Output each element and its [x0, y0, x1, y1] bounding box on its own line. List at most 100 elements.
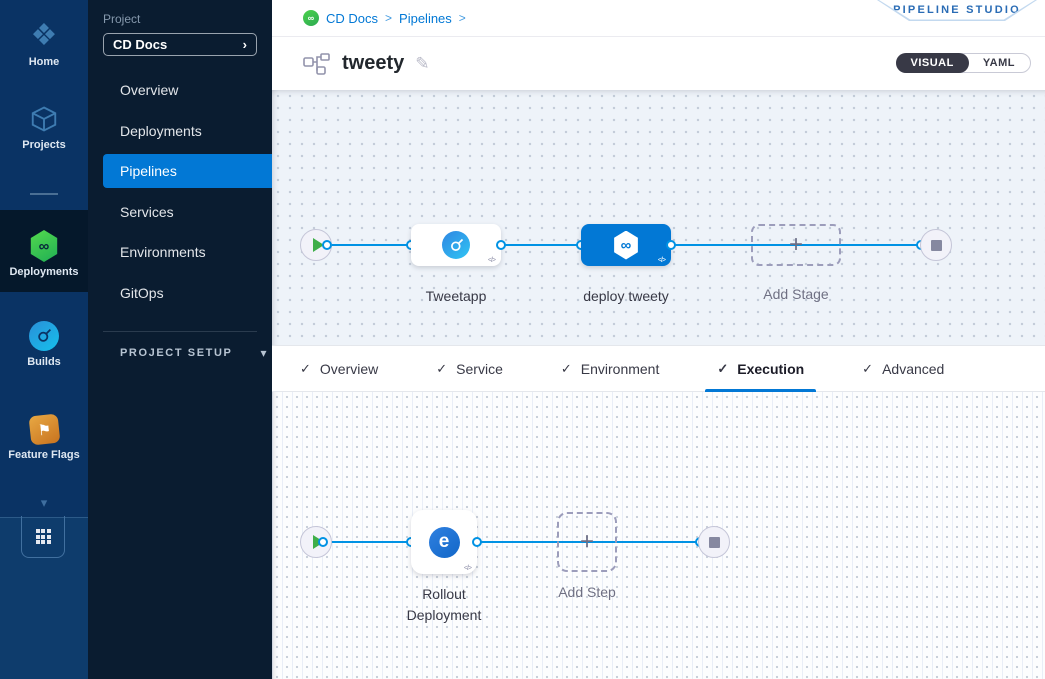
main-content: ∞ CD Docs > Pipelines > PIPELINE STUDIO …: [272, 0, 1045, 679]
connector-dot[interactable]: [496, 240, 506, 250]
rail-item-home[interactable]: ❖ Home: [0, 14, 88, 69]
sidenav-divider: [103, 331, 257, 332]
project-setup-toggle[interactable]: PROJECT SETUP ▾: [88, 346, 272, 360]
cd-module-icon: ∞: [303, 10, 319, 26]
breadcrumb-link-project[interactable]: CD Docs: [326, 10, 379, 26]
stage-label: deploy tweety: [583, 288, 669, 304]
tab-label: Execution: [737, 360, 805, 377]
stage-canvas[interactable]: </> ∞ </> + Tweetapp deploy tweety Add S…: [272, 90, 1045, 345]
step-node-rollout-deployment[interactable]: e </>: [411, 510, 477, 574]
connector-dot[interactable]: [322, 240, 332, 250]
edit-pencil-icon[interactable]: ✎: [415, 53, 430, 73]
connector-dot[interactable]: [666, 240, 676, 250]
build-stage-icon: [442, 231, 470, 259]
stage-node-tweetapp[interactable]: </>: [411, 224, 501, 266]
sidenav-item-gitops[interactable]: GitOps: [120, 284, 164, 301]
stage-config-tabs: ✓ Overview ✓ Service ✓ Environment ✓ Exe…: [272, 345, 1045, 392]
stage-node-deploy-tweety[interactable]: ∞ </>: [581, 224, 671, 266]
rail-divider: [30, 193, 58, 195]
stop-icon: [930, 239, 942, 251]
pipeline-start-node: [300, 229, 332, 261]
sidenav-item-services[interactable]: Services: [120, 203, 174, 220]
pipeline-end-node: [920, 229, 952, 261]
breadcrumb-separator: >: [385, 11, 393, 25]
sidenav-item-overview[interactable]: Overview: [120, 82, 179, 99]
breadcrumb-separator: >: [458, 11, 466, 25]
add-stage-button[interactable]: +: [751, 224, 841, 266]
deployments-icon: ∞: [30, 230, 58, 262]
tab-label: Environment: [580, 360, 660, 377]
execution-canvas[interactable]: e </> + Rollout Deployment Add Step: [272, 392, 1045, 679]
add-step-label[interactable]: Add Step: [558, 584, 616, 600]
rail-item-projects[interactable]: Projects: [0, 97, 88, 151]
project-sidenav: Project CD Docs › Overview Deployments P…: [88, 0, 272, 679]
module-rail: ❖ Home Projects ∞ Deployments: [0, 0, 88, 679]
rail-item-builds[interactable]: Builds: [0, 314, 88, 368]
tab-label: Overview: [319, 360, 379, 377]
pipeline-name: tweety: [342, 52, 405, 74]
home-icon: ❖: [30, 19, 58, 52]
feature-flags-icon: ⚑: [28, 413, 60, 445]
sidenav-item-deployments[interactable]: Deployments: [120, 122, 202, 139]
rail-item-label: Projects: [22, 139, 66, 151]
project-selector[interactable]: CD Docs ›: [103, 33, 257, 56]
rail-dock: [0, 516, 88, 679]
tab-overview[interactable]: ✓ Overview: [300, 346, 378, 391]
plus-icon: +: [788, 231, 803, 258]
step-label-line1: Rollout: [422, 586, 466, 602]
check-icon: ✓: [560, 360, 572, 376]
project-setup-label: PROJECT SETUP: [120, 347, 233, 359]
rail-item-deployments[interactable]: ∞ Deployments: [0, 210, 88, 292]
plus-icon: +: [579, 528, 594, 555]
chevron-right-icon: ›: [242, 37, 247, 52]
rail-item-label: Home: [28, 56, 60, 68]
tab-advanced[interactable]: ✓ Advanced: [862, 346, 944, 391]
rail-item-label: Builds: [27, 356, 61, 368]
stop-icon: [708, 536, 720, 548]
rail-item-label: Feature Flags: [8, 449, 80, 461]
stage-label: Tweetapp: [425, 288, 487, 304]
chevron-down-icon: ▾: [260, 346, 267, 360]
check-icon: ✓: [862, 360, 874, 376]
pipeline-studio-badge-label: PIPELINE STUDIO: [879, 0, 1035, 20]
execution-end-node: [698, 526, 730, 558]
check-icon: ✓: [436, 360, 448, 376]
sidenav-items: Overview Deployments Pipelines Services …: [88, 70, 272, 313]
builds-icon: [29, 321, 59, 351]
tab-environment[interactable]: ✓ Environment: [561, 346, 660, 391]
breadcrumb-link-pipelines[interactable]: Pipelines: [399, 10, 452, 26]
sidenav-item-environments[interactable]: Environments: [120, 244, 206, 261]
code-icon[interactable]: </>: [463, 565, 472, 572]
chevron-down-icon[interactable]: ▾: [40, 495, 48, 510]
code-icon[interactable]: </>: [657, 257, 666, 264]
connector-line: [316, 541, 714, 543]
toggle-yaml[interactable]: YAML: [982, 57, 1015, 69]
connector-dot[interactable]: [318, 537, 328, 547]
check-icon: ✓: [300, 360, 311, 376]
tab-execution[interactable]: ✓ Execution: [705, 346, 816, 392]
projects-icon: [29, 104, 59, 134]
titlebar: tweety ✎ VISUAL YAML: [272, 37, 1045, 90]
apps-menu-button[interactable]: [21, 516, 65, 558]
toggle-visual[interactable]: VISUAL: [895, 53, 969, 73]
project-selector-value: CD Docs: [113, 37, 168, 52]
step-label: Rollout Deployment: [407, 584, 482, 626]
check-icon: ✓: [717, 360, 729, 376]
project-label: Project: [103, 12, 141, 26]
code-icon[interactable]: </>: [487, 257, 496, 264]
topbar: ∞ CD Docs > Pipelines > PIPELINE STUDIO: [272, 0, 1045, 37]
tab-label: Advanced: [882, 360, 945, 377]
rail-item-label: Deployments: [9, 266, 79, 278]
sidenav-item-pipelines[interactable]: Pipelines: [103, 154, 272, 188]
connector-dot[interactable]: [472, 537, 482, 547]
step-label-line2: Deployment: [406, 607, 482, 623]
visual-yaml-toggle: VISUAL YAML: [895, 53, 1031, 73]
pipeline-studio-badge: PIPELINE STUDIO: [877, 0, 1037, 21]
rail-item-feature-flags[interactable]: ⚑ Feature Flags: [0, 407, 88, 461]
add-stage-label[interactable]: Add Stage: [763, 286, 829, 302]
pipeline-flowchart-icon: [303, 52, 331, 75]
breadcrumb: ∞ CD Docs > Pipelines >: [303, 10, 466, 26]
tab-service[interactable]: ✓ Service: [436, 346, 503, 391]
add-step-button[interactable]: +: [557, 512, 617, 572]
